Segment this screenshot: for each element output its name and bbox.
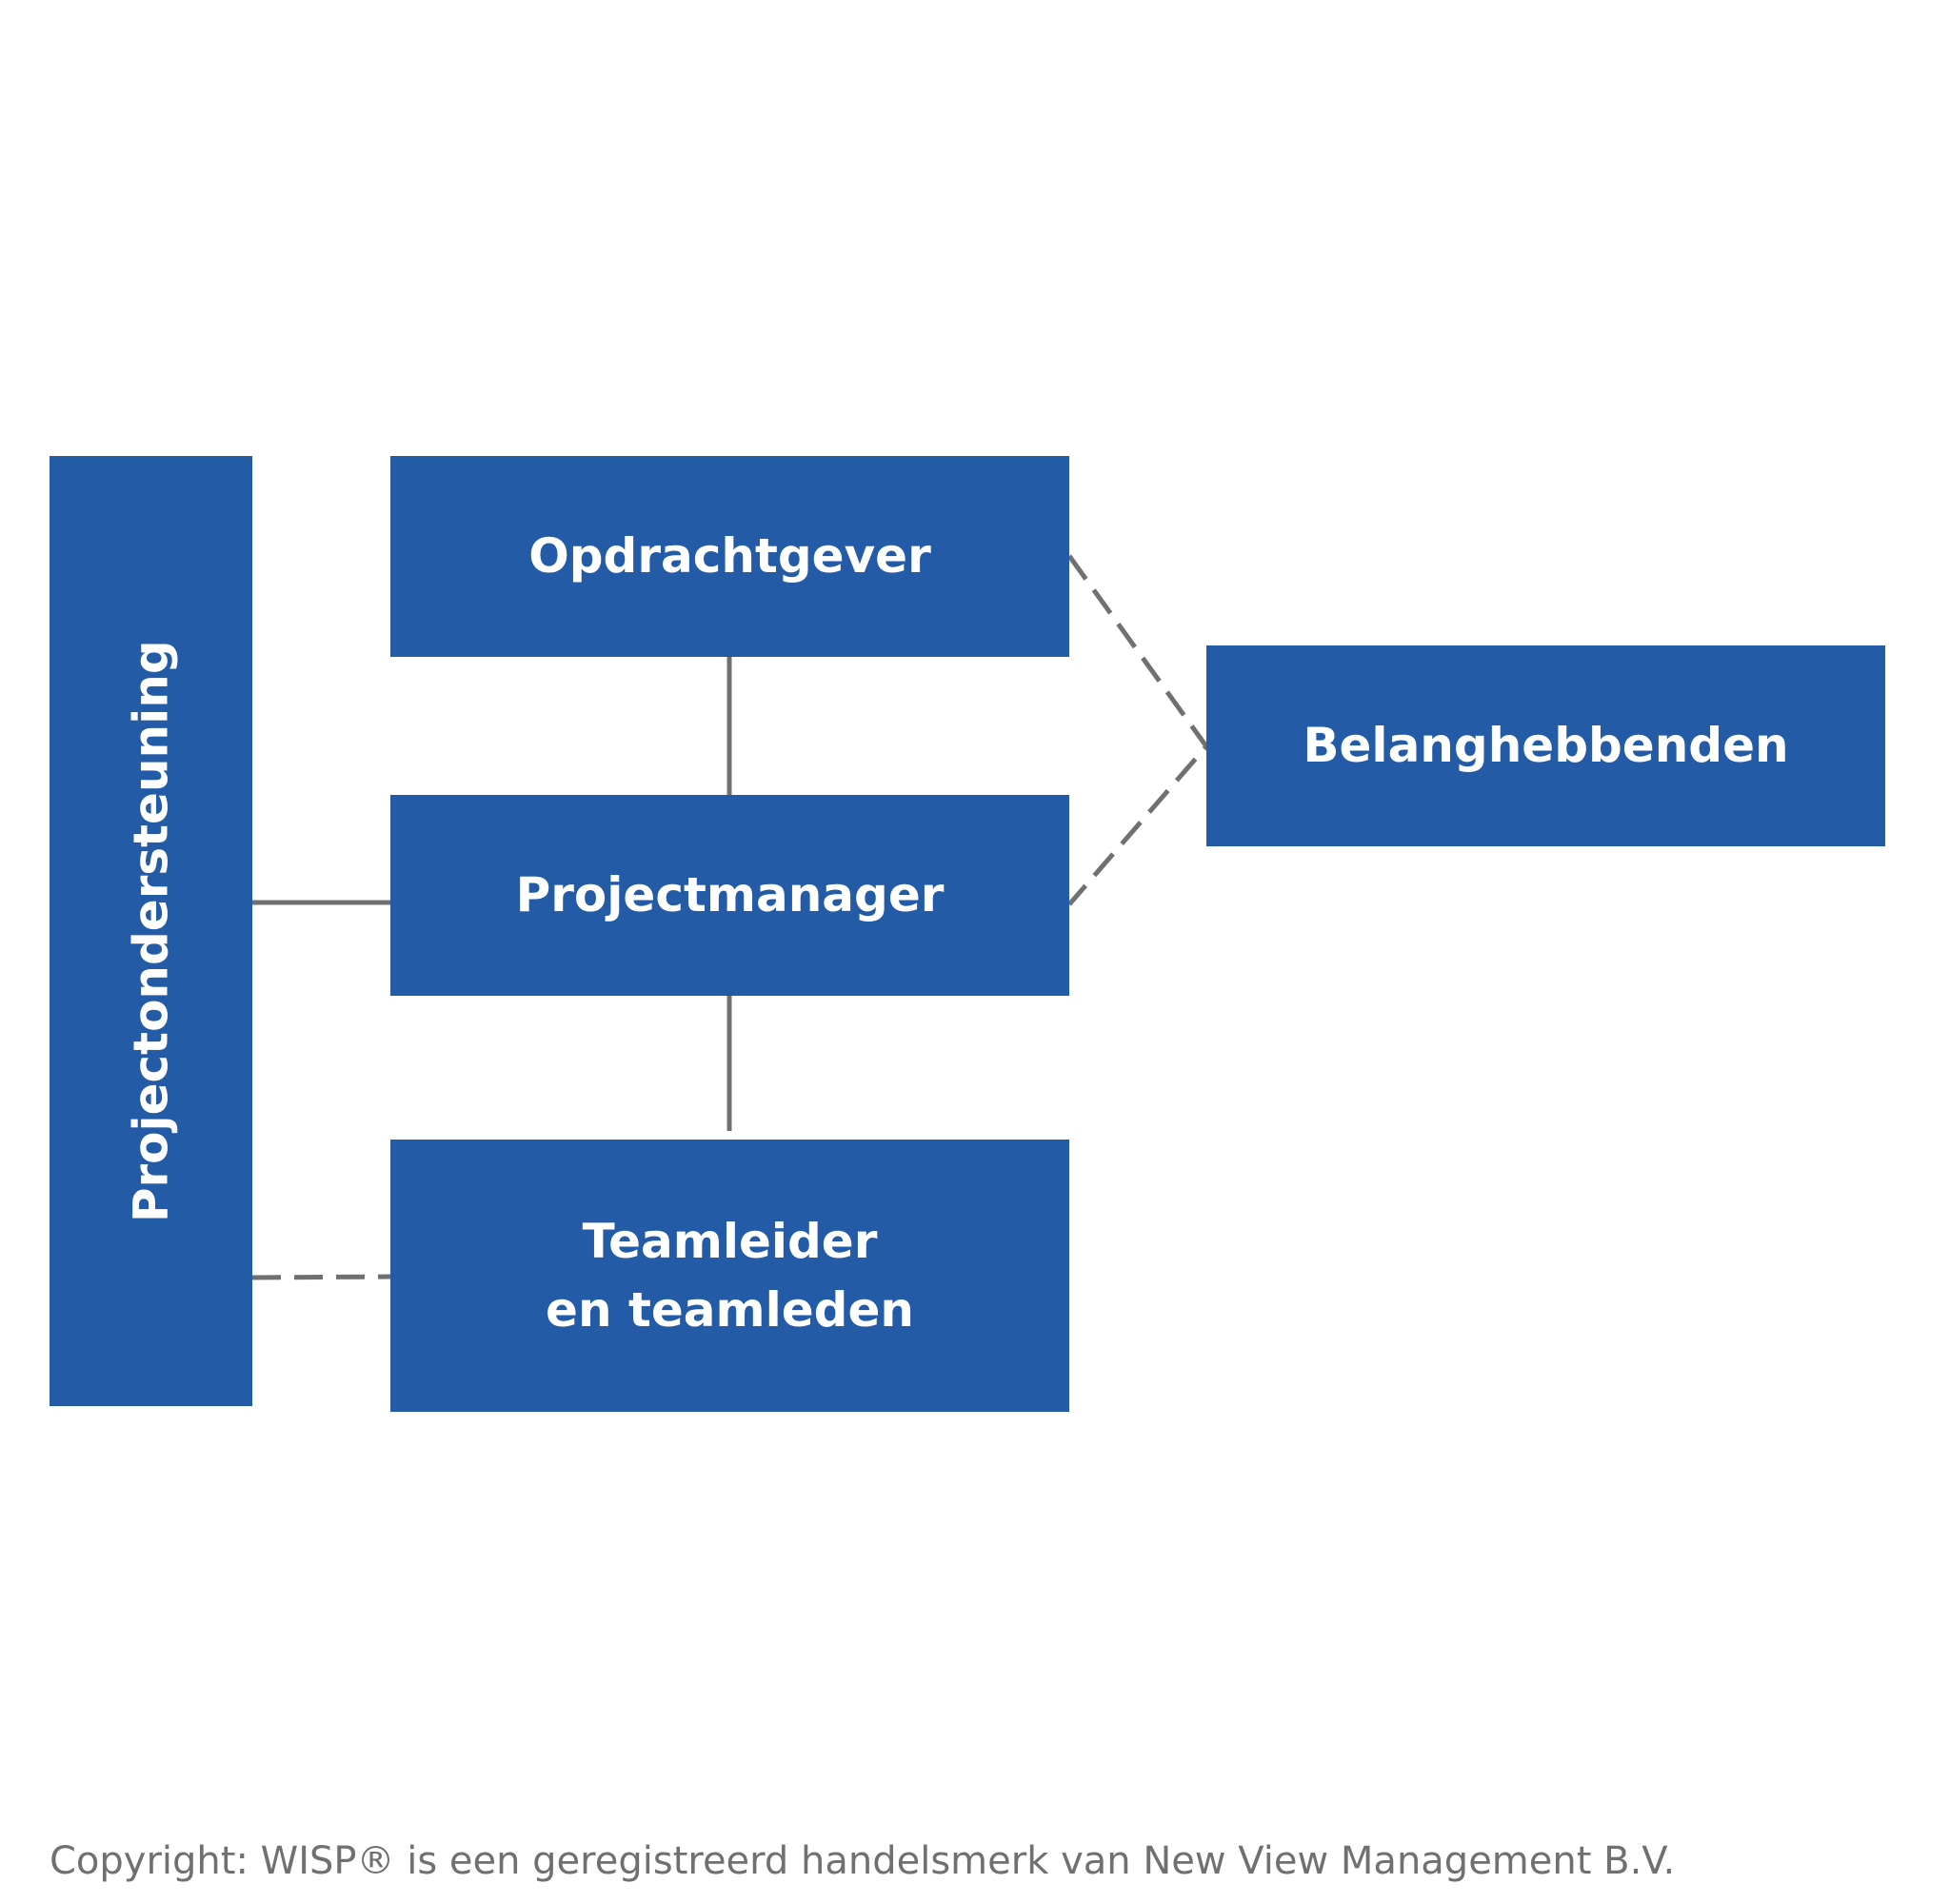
team-box: Teamleider en teamleden xyxy=(390,1140,1069,1412)
sponsor-box: Opdrachtgever xyxy=(390,456,1069,657)
project-support-box: Projectondersteuning xyxy=(50,456,252,1406)
project-manager-label: Projectmanager xyxy=(515,867,945,923)
team-label-line1: Teamleider xyxy=(582,1213,878,1269)
dashed-connector-support-to-team xyxy=(251,1274,391,1280)
sponsor-label: Opdrachtgever xyxy=(528,528,931,585)
dashed-connector-sponsor-pm-to-stakeholders xyxy=(1066,554,1210,906)
stakeholders-label: Belanghebbenden xyxy=(1303,718,1789,774)
project-support-label: Projectondersteuning xyxy=(123,640,179,1222)
copyright-notice: Copyright: WISP® is een geregistreerd ha… xyxy=(50,1839,1676,1883)
stakeholders-box: Belanghebbenden xyxy=(1206,645,1885,846)
project-manager-box: Projectmanager xyxy=(390,795,1069,996)
team-label-line2: en teamleden xyxy=(546,1282,914,1338)
